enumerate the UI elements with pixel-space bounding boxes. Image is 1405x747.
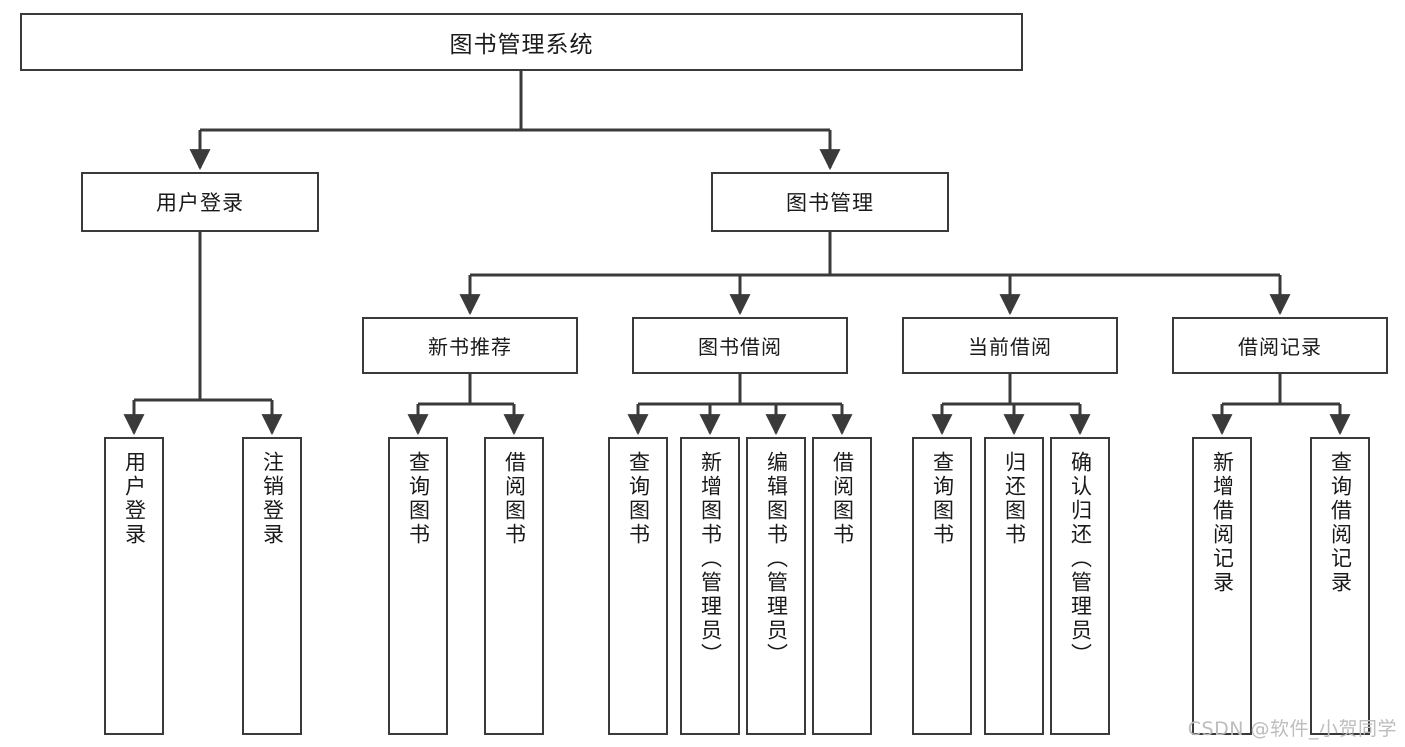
- node-book-manage-label: 图书管理: [786, 191, 874, 215]
- node-leaf-query-book-2[interactable]: 查询图书: [608, 437, 668, 735]
- node-leaf-query-book-1[interactable]: 查询图书: [388, 437, 448, 735]
- node-leaf-confirm-return[interactable]: 确认归还（管理员）: [1050, 437, 1110, 735]
- node-borrow-record-label: 借阅记录: [1238, 335, 1322, 359]
- node-leaf-return-book[interactable]: 归还图书: [984, 437, 1044, 735]
- node-user-login[interactable]: 用户登录: [81, 172, 319, 232]
- node-leaf-query-record[interactable]: 查询借阅记录: [1310, 437, 1370, 735]
- node-leaf-borrow-book-2-label: 借阅图书: [830, 451, 855, 547]
- node-leaf-borrow-book-1[interactable]: 借阅图书: [484, 437, 544, 735]
- watermark: CSDN @软件_小贺同学: [1187, 718, 1397, 740]
- node-leaf-query-record-label: 查询借阅记录: [1328, 451, 1353, 595]
- node-book-manage[interactable]: 图书管理: [711, 172, 949, 232]
- node-borrow-record[interactable]: 借阅记录: [1172, 317, 1388, 374]
- node-new-book-rec-label: 新书推荐: [428, 335, 512, 359]
- node-leaf-confirm-return-label: 确认归还（管理员）: [1068, 451, 1093, 667]
- node-leaf-add-record-label: 新增借阅记录: [1210, 451, 1235, 595]
- node-leaf-edit-book[interactable]: 编辑图书（管理员）: [746, 437, 806, 735]
- node-leaf-add-record[interactable]: 新增借阅记录: [1192, 437, 1252, 735]
- node-leaf-edit-book-label: 编辑图书（管理员）: [764, 451, 789, 667]
- node-leaf-user-logout-label: 注销登录: [260, 451, 285, 547]
- node-root[interactable]: 图书管理系统: [20, 13, 1023, 71]
- node-new-book-rec[interactable]: 新书推荐: [362, 317, 578, 374]
- node-leaf-query-book-2-label: 查询图书: [626, 451, 651, 547]
- node-leaf-query-book-3[interactable]: 查询图书: [912, 437, 972, 735]
- node-leaf-user-login[interactable]: 用户登录: [104, 437, 164, 735]
- node-leaf-return-book-label: 归还图书: [1002, 451, 1027, 547]
- node-root-label: 图书管理系统: [449, 32, 594, 58]
- node-leaf-user-login-label: 用户登录: [122, 451, 147, 547]
- node-book-borrow-label: 图书借阅: [698, 335, 782, 359]
- node-leaf-borrow-book-1-label: 借阅图书: [502, 451, 527, 547]
- node-book-borrow[interactable]: 图书借阅: [632, 317, 848, 374]
- node-leaf-user-logout[interactable]: 注销登录: [242, 437, 302, 735]
- node-leaf-add-book[interactable]: 新增图书（管理员）: [680, 437, 740, 735]
- node-leaf-query-book-1-label: 查询图书: [406, 451, 431, 547]
- node-user-login-label: 用户登录: [156, 191, 244, 215]
- node-current-borrow[interactable]: 当前借阅: [902, 317, 1118, 374]
- node-leaf-add-book-label: 新增图书（管理员）: [698, 451, 723, 667]
- node-leaf-borrow-book-2[interactable]: 借阅图书: [812, 437, 872, 735]
- node-current-borrow-label: 当前借阅: [968, 335, 1052, 359]
- node-leaf-query-book-3-label: 查询图书: [930, 451, 955, 547]
